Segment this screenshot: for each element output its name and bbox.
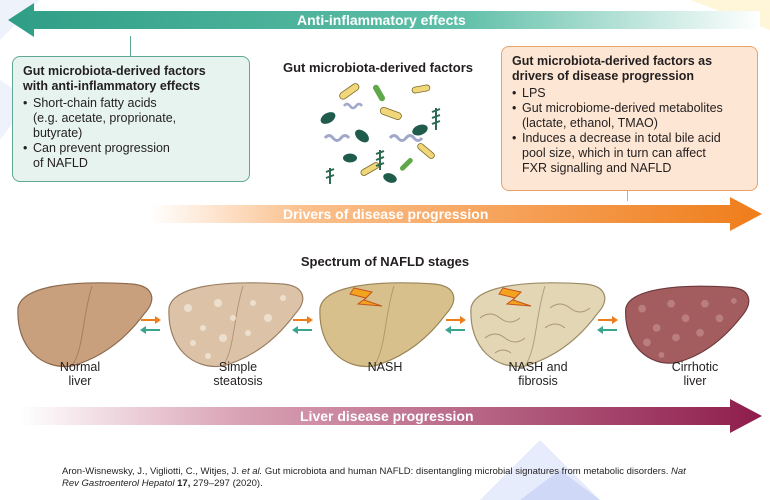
normal-liver-image <box>17 282 153 368</box>
drivers-box-title-1: Gut microbiota-derived factors as <box>512 54 713 68</box>
steatosis-liver-image <box>168 282 304 368</box>
inflammation-bolt-icon <box>349 287 383 307</box>
drivers-label: Drivers of disease progression <box>283 206 489 222</box>
list-item: Can prevent progression <box>23 141 239 156</box>
list-item: Short-chain fatty acids <box>23 96 239 111</box>
list-item-continuation: butyrate) <box>33 126 83 140</box>
microbes-illustration <box>320 83 441 184</box>
anti-inflammatory-box-title-2: with anti-inflammatory effects <box>23 79 201 93</box>
anti-inflammatory-list: Short-chain fatty acids (e.g. acetate, p… <box>23 96 239 171</box>
anti-inflammatory-box: Gut microbiota-derived factors with anti… <box>12 56 250 182</box>
list-item-continuation: pool size, which in turn can affect <box>522 146 706 160</box>
nash-label: NASH <box>367 360 403 374</box>
microbiota-title: Gut microbiota-derived factors <box>283 60 473 75</box>
anti-inflammatory-arrow <box>8 3 760 37</box>
drivers-box: Gut microbiota-derived factors as driver… <box>501 46 758 191</box>
list-item-continuation: (e.g. acetate, proprionate, <box>33 111 177 125</box>
connector-line <box>130 36 131 56</box>
drivers-list: LPS Gut microbiome-derived metabolites (… <box>512 86 747 176</box>
fibrosis-liver-image <box>470 282 606 368</box>
connector-line <box>627 191 628 201</box>
list-item: LPS <box>512 86 747 101</box>
drivers-arrow <box>150 197 762 231</box>
list-item-continuation: FXR signalling and NAFLD <box>522 161 672 175</box>
stage-transition-arrows <box>140 316 618 334</box>
list-item-continuation: (lactate, ethanol, TMAO) <box>522 116 658 130</box>
anti-inflammatory-label: Anti-inflammatory effects <box>297 12 466 28</box>
stages-title: Spectrum of NAFLD stages <box>300 254 470 269</box>
list-item: Induces a decrease in total bile acid <box>512 131 747 146</box>
liver-progression-arrow <box>20 399 762 433</box>
cirrhotic-liver-image <box>625 285 750 364</box>
citation: Aron-Wisnewsky, J., Vigliotti, C., Witje… <box>62 466 686 489</box>
inflammation-bolt-icon <box>498 287 532 307</box>
list-item-continuation: of NAFLD <box>33 156 88 170</box>
liver-progression-label: Liver disease progression <box>300 408 474 424</box>
nash-liver-image <box>319 282 455 368</box>
drivers-box-title-2: drivers of disease progression <box>512 69 695 83</box>
anti-inflammatory-box-title-1: Gut microbiota-derived factors <box>23 64 206 78</box>
list-item: Gut microbiome-derived metabolites <box>512 101 747 116</box>
